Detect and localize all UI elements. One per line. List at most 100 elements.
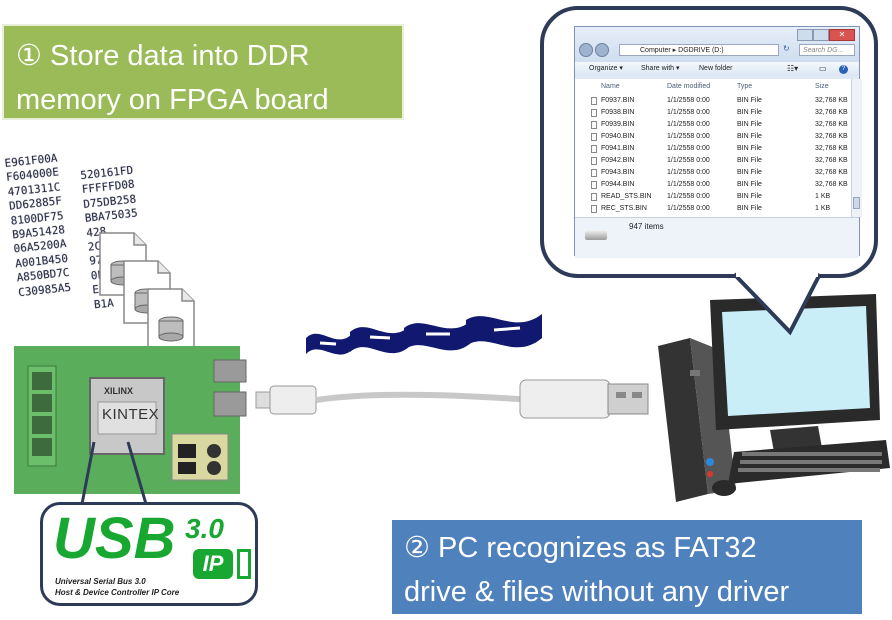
file-icon [591,157,597,165]
file-date: 1/1/2558 0:00 [667,145,710,152]
file-icon [591,205,597,213]
column-headers: Name Date modified Type Size [575,81,851,93]
file-row[interactable]: F0942.BIN 1/1/2558 0:00 BIN File 32,768 KB [575,155,851,167]
col-size-header[interactable]: Size [815,83,829,90]
file-date: 1/1/2558 0:00 [667,157,710,164]
file-icon [591,145,597,153]
preview-pane-icon[interactable]: ▭ [819,64,827,73]
file-name: F0939.BIN [601,121,635,128]
file-type: BIN File [737,97,762,104]
step2-line2: drive & files without any driver [404,576,790,608]
usb-ip-logo: USB 3.0 IP Universal Serial Bus 3.0 Host… [40,502,258,606]
usb-logo-main: USB [53,506,176,571]
step2-label: ② PC recognizes as FAT32 drive & files w… [392,520,862,614]
window-controls: ✕ [797,29,857,41]
file-size: 32,768 KB [815,121,848,128]
file-type: BIN File [737,109,762,116]
help-icon[interactable]: ? [839,65,848,74]
refresh-icon[interactable]: ↻ [783,44,790,53]
pc-tower [658,338,708,502]
maximize-button[interactable] [813,29,829,41]
file-size: 32,768 KB [815,169,848,176]
file-icon [591,133,597,141]
organize-button[interactable]: Organize ▾ [589,65,623,72]
file-name: F0942.BIN [601,157,635,164]
file-type: BIN File [737,205,762,212]
close-button[interactable]: ✕ [829,29,855,41]
file-icon [591,121,597,129]
col-type-header[interactable]: Type [737,83,753,90]
usb-logo-plug-icon [237,549,251,579]
scrollbar[interactable] [851,79,862,217]
micro-usb-plug [269,385,317,415]
file-icon [591,169,597,177]
data-flow-flags [306,314,542,355]
drive-icon [585,230,607,240]
file-row[interactable]: F0938.BIN 1/1/2558 0:00 BIN File 32,768 KB [575,107,851,119]
step1-line1: ① Store data into DDR [16,40,310,72]
usb-logo-sub2: Host & Device Controller IP Core [55,588,180,597]
file-name: REC_STS.BIN [601,205,647,212]
cable-wire [315,391,533,403]
file-name: F0941.BIN [601,145,635,152]
usb-cable [255,379,649,419]
address-bar[interactable]: Computer ▸ DGDRIVE (D:) [619,44,779,56]
new-folder-button[interactable]: New folder [699,65,733,72]
minimize-button[interactable] [797,29,813,41]
file-date: 1/1/2558 0:00 [667,133,710,140]
col-date-header[interactable]: Date modified [667,83,711,90]
search-input[interactable]: Search DG... [799,44,855,56]
file-type: BIN File [737,121,762,128]
file-icon [591,97,597,105]
fpga-board [14,346,247,494]
usb-logo-version: 3.0 [185,513,224,544]
file-type: BIN File [737,193,762,200]
back-button[interactable] [579,43,593,57]
file-size: 32,768 KB [815,181,848,188]
usb-logo-sub1: Universal Serial Bus 3.0 [55,577,146,586]
file-name: F0938.BIN [601,109,635,116]
usb-logo-ip: IP [193,549,233,579]
file-size: 1 KB [815,193,831,200]
file-database-icons [99,232,195,352]
scrollbar-thumb[interactable] [853,197,860,209]
file-size: 32,768 KB [815,133,848,140]
file-icon [591,193,597,201]
file-type: BIN File [737,145,762,152]
file-row[interactable]: F0939.BIN 1/1/2558 0:00 BIN File 32,768 KB [575,119,851,131]
file-type: BIN File [737,157,762,164]
bubble-tail [732,272,822,336]
file-date: 1/1/2558 0:00 [667,181,710,188]
file-database-icon [147,288,195,352]
file-date: 1/1/2558 0:00 [667,121,710,128]
col-name-header[interactable]: Name [601,83,620,90]
step1-label: ① Store data into DDR memory on FPGA boa… [2,24,404,120]
file-name: READ_STS.BIN [601,193,652,200]
data-flag [350,326,410,354]
fpga-chip-label: KINTEX [102,406,160,423]
file-name: F0944.BIN [601,181,635,188]
file-size: 32,768 KB [815,157,848,164]
file-date: 1/1/2558 0:00 [667,109,710,116]
usb-a-plug [519,379,611,419]
view-options-icon[interactable]: ☷▾ [787,64,799,73]
item-count: 947 items [629,222,664,231]
file-type: BIN File [737,169,762,176]
file-size: 32,768 KB [815,109,848,116]
file-name: F0940.BIN [601,133,635,140]
forward-button[interactable] [595,43,609,57]
share-with-button[interactable]: Share with ▾ [641,65,680,72]
fpga-brand: XILINX [104,386,134,396]
file-date: 1/1/2558 0:00 [667,169,710,176]
explorer-toolbar: Organize ▾ Share with ▾ New folder ☷▾ ▭ … [575,62,859,76]
desktop-pc [658,294,890,502]
